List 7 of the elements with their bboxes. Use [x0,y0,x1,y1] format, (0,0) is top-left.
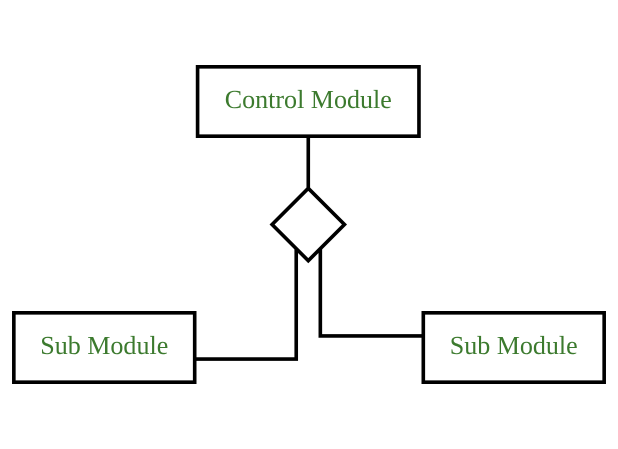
node-box: Control Module [196,64,421,138]
connector [195,249,298,361]
connector [318,248,424,338]
node-box: Sub Module [12,310,196,384]
node-diamond [270,186,347,264]
connector [306,136,310,188]
node-box: Sub Module [422,310,606,384]
